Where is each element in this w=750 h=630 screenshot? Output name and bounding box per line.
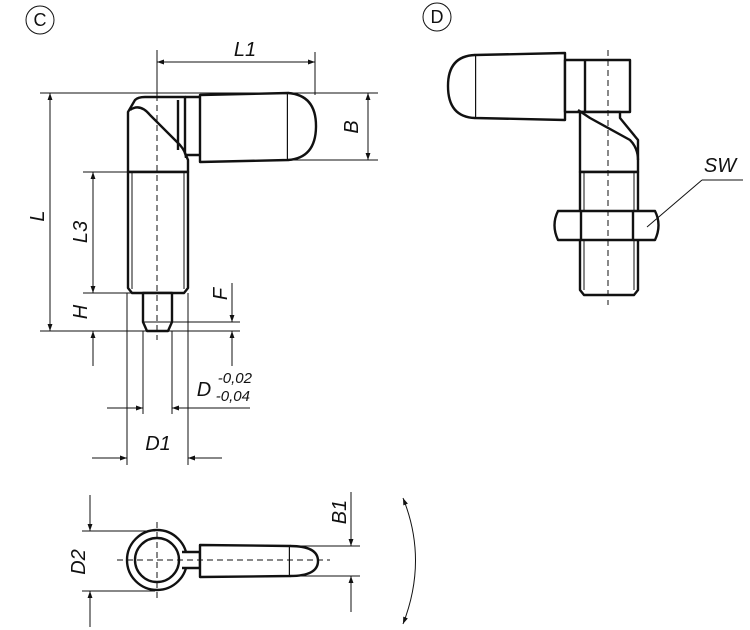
dim-l-label: L xyxy=(27,210,49,221)
dim-b1-label: B1 xyxy=(329,500,351,524)
dim-d-tolerance-lower: -0,04 xyxy=(216,388,250,405)
view-d: D SW xyxy=(422,2,743,305)
handle-neck xyxy=(185,95,200,157)
threaded-body xyxy=(126,170,190,295)
dimension-labels: L1 B L L3 H F D -0,02 -0,04 D1 xyxy=(27,39,363,455)
dim-l1-label: L1 xyxy=(234,39,256,61)
dim-f-label: F xyxy=(210,286,232,300)
dim-l3-label: L3 xyxy=(70,221,92,243)
plunger-head xyxy=(126,95,190,174)
top-view-knob xyxy=(289,544,320,578)
dim-d2-label: D2 xyxy=(68,549,90,575)
view-c: C xyxy=(25,5,378,465)
dim-d-tolerance-upper: -0,02 xyxy=(218,370,253,387)
handle-knob xyxy=(287,91,318,162)
top-view: D2 B1 xyxy=(68,492,416,627)
lock-nut xyxy=(553,209,660,242)
handle-grip xyxy=(198,91,290,164)
cam-cut xyxy=(129,106,188,159)
top-view-grip xyxy=(198,543,292,579)
rotation-arrow xyxy=(402,497,416,625)
dimension-lines xyxy=(40,50,378,465)
dim-sw-label: SW xyxy=(704,155,738,177)
dim-h-label: H xyxy=(70,304,92,319)
dim-d-label: D xyxy=(197,379,211,401)
dim-d1-label: D1 xyxy=(145,433,171,455)
view-c-label: C xyxy=(34,10,47,30)
index-plunger-locknut-view xyxy=(446,50,660,305)
view-d-label: D xyxy=(431,7,444,27)
view-c-marker: C xyxy=(25,5,55,35)
view-d-marker: D xyxy=(422,2,452,32)
index-plunger-side-view xyxy=(126,55,318,340)
dim-b-label: B xyxy=(341,120,363,133)
